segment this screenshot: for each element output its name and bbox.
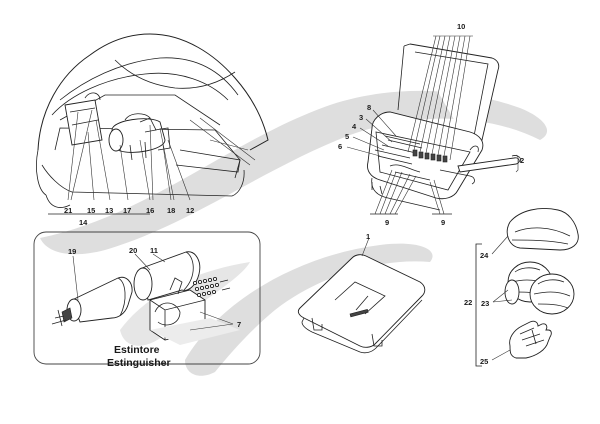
accessories bbox=[475, 208, 579, 367]
callout-8: 8 bbox=[367, 103, 371, 112]
bolts bbox=[192, 276, 231, 298]
callout-6: 6 bbox=[338, 142, 342, 151]
callout-23: 23 bbox=[481, 299, 489, 308]
callout-labels: 1 2 3 4 5 6 7 8 9 9 10 11 12 13 14 15 16… bbox=[64, 22, 524, 366]
callout-2: 2 bbox=[520, 156, 524, 165]
extinguisher-inset bbox=[33, 231, 261, 365]
extinguisher-caption: Estintore Estinguisher bbox=[107, 344, 171, 369]
callout-18: 18 bbox=[167, 206, 175, 215]
tool-kit-case bbox=[367, 43, 521, 211]
tool-case-closed bbox=[297, 237, 426, 354]
callout-24: 24 bbox=[480, 251, 489, 260]
callout-17: 17 bbox=[123, 206, 131, 215]
car-trunk-drawing bbox=[36, 33, 269, 208]
callout-3: 3 bbox=[359, 113, 363, 122]
callout-7: 7 bbox=[237, 320, 241, 329]
callout-19: 19 bbox=[68, 247, 76, 256]
callout-21: 21 bbox=[64, 206, 72, 215]
callout-9-right: 9 bbox=[441, 218, 445, 227]
trunk-leaders bbox=[48, 109, 191, 215]
callout-25: 25 bbox=[480, 357, 488, 366]
callout-4: 4 bbox=[352, 122, 357, 131]
callout-20: 20 bbox=[129, 246, 137, 255]
caption-italian: Estintore bbox=[114, 344, 160, 356]
callout-5: 5 bbox=[345, 132, 349, 141]
callout-10: 10 bbox=[457, 22, 465, 31]
caption-english: Estinguisher bbox=[107, 357, 171, 369]
callout-15: 15 bbox=[87, 206, 95, 215]
callout-12: 12 bbox=[186, 206, 194, 215]
callout-1: 1 bbox=[366, 232, 370, 241]
callout-16: 16 bbox=[146, 206, 154, 215]
callout-11: 11 bbox=[150, 246, 158, 255]
callout-14: 14 bbox=[79, 218, 88, 227]
callout-9-left: 9 bbox=[385, 218, 389, 227]
callout-22: 22 bbox=[464, 298, 472, 307]
callout-13: 13 bbox=[105, 206, 113, 215]
kit-leaders bbox=[346, 35, 519, 215]
